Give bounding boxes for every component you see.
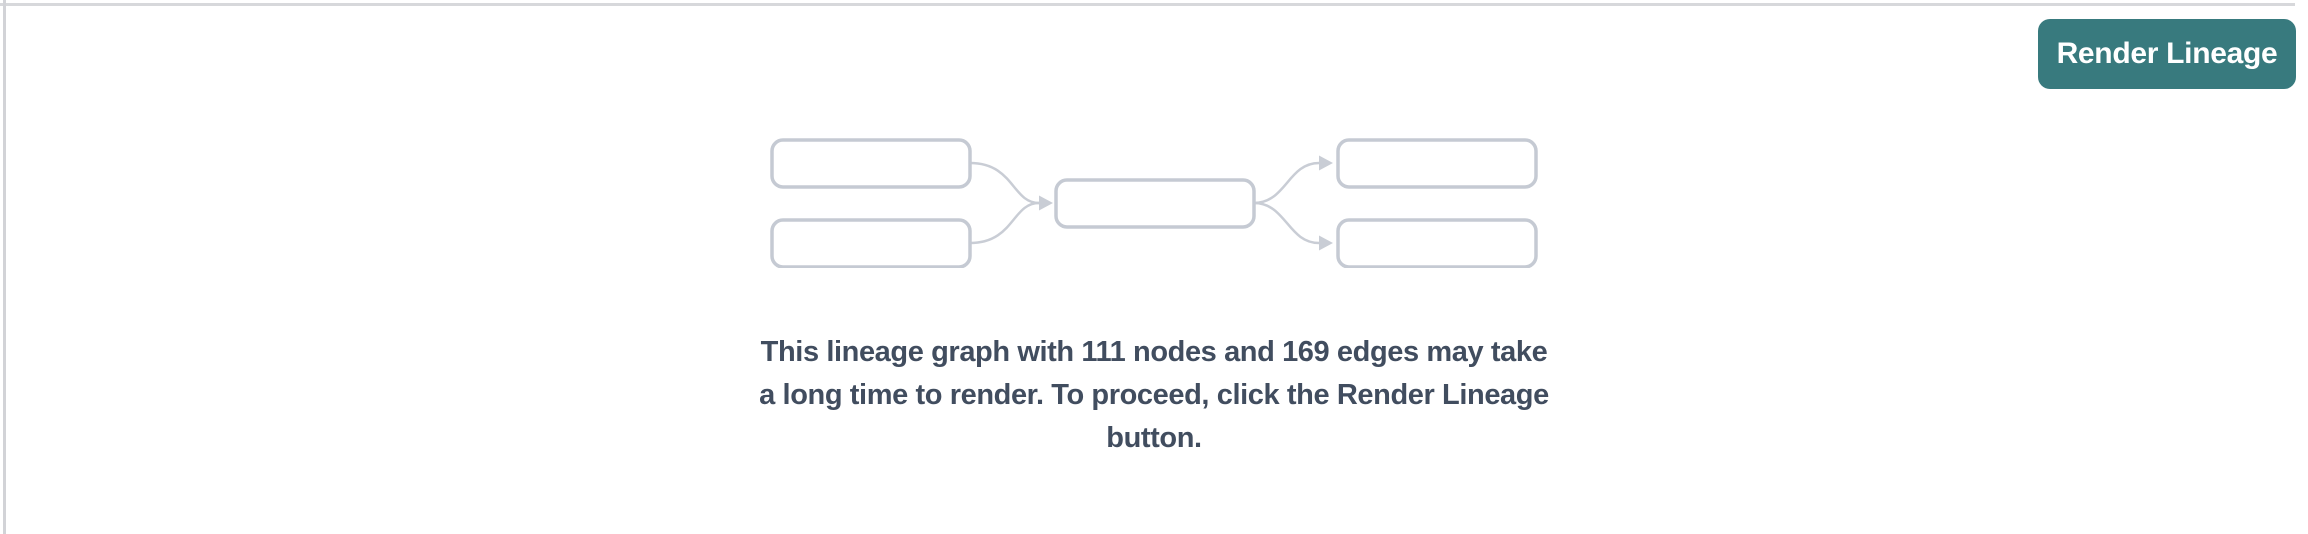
arrowhead-icon: [1319, 235, 1333, 251]
edge-topleft-to-center: [968, 161, 1041, 205]
arrowhead-icon: [1319, 155, 1333, 171]
panel-top-border: [0, 3, 2295, 6]
arrowhead-icon: [1039, 195, 1053, 211]
lineage-graph-placeholder-icon: [769, 138, 1539, 269]
placeholder-node: [770, 218, 972, 269]
render-lineage-button[interactable]: Render Lineage: [2038, 19, 2296, 89]
placeholder-node: [1336, 138, 1538, 189]
placeholder-arrowheads: [1039, 155, 1333, 251]
placeholder-node: [1336, 218, 1538, 269]
placeholder-edges: [968, 161, 1321, 245]
message-line: a long time to render. To proceed, click…: [759, 379, 1549, 411]
render-warning-message: This lineage graph with 111 nodes and 16…: [604, 331, 1704, 460]
message-line: This lineage graph with 111 nodes and 16…: [760, 336, 1548, 368]
edge-center-to-bottomright: [1252, 201, 1321, 245]
panel-left-border: [3, 0, 6, 534]
placeholder-nodes: [770, 138, 1538, 269]
placeholder-graph-svg: [770, 138, 1538, 269]
edge-center-to-topright: [1252, 161, 1321, 205]
message-line: button.: [1106, 422, 1202, 454]
placeholder-node: [770, 138, 972, 189]
edge-bottomleft-to-center: [968, 201, 1041, 245]
placeholder-node: [1054, 178, 1256, 229]
